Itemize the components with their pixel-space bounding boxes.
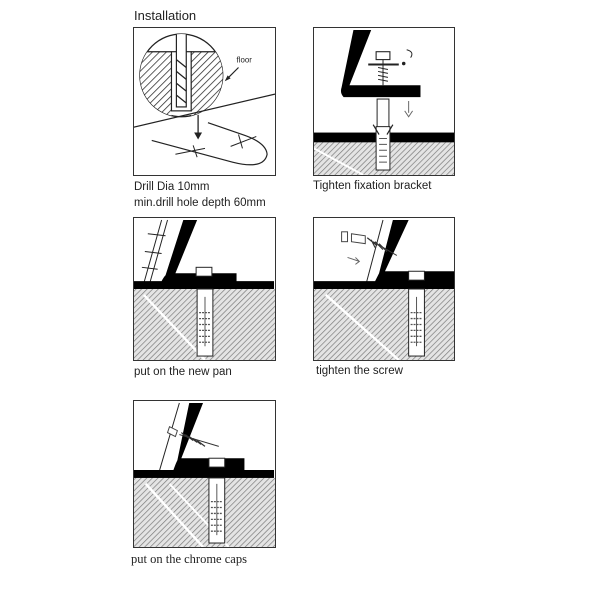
step-1-caption-line1: Drill Dia 10mm [134, 181, 210, 193]
step-3-caption: put on the new pan [134, 366, 232, 378]
step-4-screw-illustration [313, 217, 455, 361]
floor-label: floor [237, 56, 253, 65]
step-5-caps-illustration [133, 400, 276, 548]
step-2-caption: Tighten fixation bracket [313, 180, 432, 192]
step-2-bracket-illustration [313, 27, 455, 176]
step-1-drill-illustration: floor [133, 27, 276, 176]
step-3-pan-illustration [133, 217, 276, 361]
step-1-caption-line2: min.drill hole depth 60mm [134, 197, 266, 209]
page-title: Installation [134, 8, 197, 23]
step-4-caption: tighten the screw [316, 365, 403, 377]
step-5-caption: put on the chrome caps [131, 552, 247, 566]
